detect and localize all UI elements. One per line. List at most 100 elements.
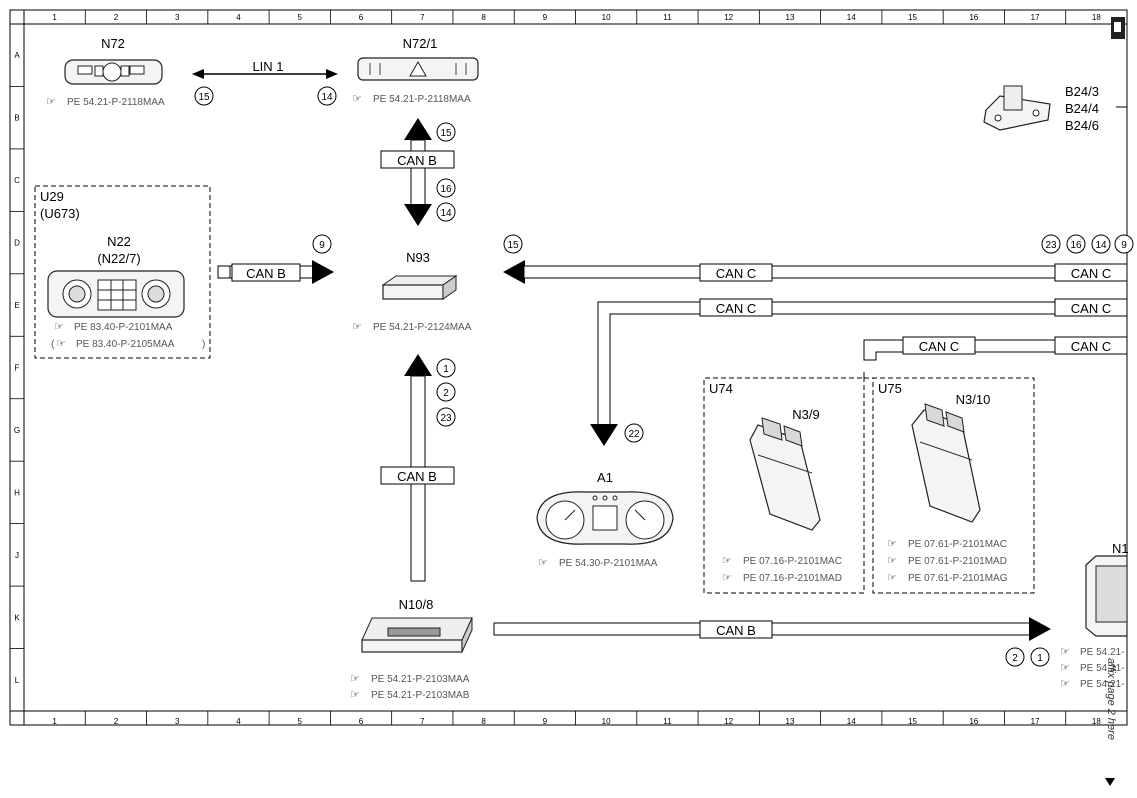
grid-column-number: 14 xyxy=(847,13,856,22)
n93-label: N93 xyxy=(406,250,430,265)
grid-column-number: 12 xyxy=(724,717,733,726)
grid-column-number: 1 xyxy=(52,13,57,22)
circle-number: 15 xyxy=(198,92,210,103)
can-c-to-a1: CAN C CAN C 22 xyxy=(590,298,1128,446)
grid-column-number: 11 xyxy=(663,717,672,726)
n1-ref: PE 54.21- xyxy=(1080,663,1124,674)
grid-column-number: 16 xyxy=(969,717,978,726)
reference-hand-icon: ☞ xyxy=(46,96,56,108)
n10-8-ref: PE 54.21-P-2103MAB xyxy=(371,690,470,701)
grid-column-number: 15 xyxy=(908,717,917,726)
u29-group: U29 (U673) N22 (N22/7) ☞ PE 83.40-P-2101… xyxy=(34,185,211,359)
can-b-label: CAN B xyxy=(246,266,286,281)
grid-column-number: 6 xyxy=(359,717,364,726)
u29-sublabel: (U673) xyxy=(40,206,80,221)
side-note-text: affix page 2 here xyxy=(1105,658,1117,740)
circle-number: 1 xyxy=(1037,653,1043,664)
reference-hand-icon: ☞ xyxy=(352,93,362,105)
grid-row-letter: B xyxy=(14,114,19,123)
lin1-connection: LIN 1 xyxy=(192,59,338,79)
can-c-label: CAN C xyxy=(716,266,756,281)
n10-8-label: N10/8 xyxy=(399,597,434,612)
a1-component: A1 ☞ PE 54.30-P-2101MAA xyxy=(536,470,674,569)
grid-column-number: 17 xyxy=(1031,717,1040,726)
grid-column-number: 4 xyxy=(236,717,241,726)
grid-row-letter: C xyxy=(14,176,20,185)
n72-control-panel-icon xyxy=(64,59,163,85)
grid-column-number: 8 xyxy=(481,13,486,22)
reference-hand-icon: ☞ xyxy=(887,538,897,550)
grid-row-letter: G xyxy=(14,426,20,435)
b24-label: B24/3 xyxy=(1065,84,1099,99)
reference-hand-icon: ☞ xyxy=(1060,646,1070,658)
reference-hand-icon: ☞ xyxy=(538,557,548,569)
reference-hand-icon: ☞ xyxy=(352,321,362,333)
circle-number: 2 xyxy=(443,388,449,399)
b24-sensor-icon xyxy=(983,85,1051,131)
circle-number: 15 xyxy=(440,128,452,139)
can-c-label: CAN C xyxy=(919,339,959,354)
grid-column-number: 18 xyxy=(1092,13,1101,22)
grid-column-number: 15 xyxy=(908,13,917,22)
reference-hand-icon: ☞ xyxy=(1060,678,1070,690)
grid-column-number: 11 xyxy=(663,13,672,22)
right-circle-numbers: 23 16 14 9 xyxy=(1041,234,1134,254)
n3-10-ref: PE 07.61-P-2101MAC xyxy=(908,539,1007,550)
grid-row-letter: H xyxy=(14,488,20,497)
circle-number: 22 xyxy=(628,429,640,440)
n22-climate-control-icon xyxy=(47,270,185,318)
n1-ref: PE 54.21- xyxy=(1080,647,1124,658)
a1-ref: PE 54.30-P-2101MAA xyxy=(559,558,658,569)
n10-8-component: N10/8 ☞ PE 54.21-P-2103MAA ☞ PE 54.21-P-… xyxy=(350,597,473,701)
grid-column-number: 16 xyxy=(969,13,978,22)
n72-1-ref: PE 54.21-P-2118MAA xyxy=(373,94,471,105)
grid-row-letter: A xyxy=(14,51,20,60)
grid-column-number: 17 xyxy=(1031,13,1040,22)
grid-row-letter: D xyxy=(14,239,20,248)
grid-row-letter: K xyxy=(14,613,20,622)
reference-hand-icon: ☞ xyxy=(54,321,64,333)
can-c-label: CAN C xyxy=(716,301,756,316)
n1-ref: PE 54.21- xyxy=(1080,679,1124,690)
n10-8-ref: PE 54.21-P-2103MAA xyxy=(371,674,470,685)
grid-column-number: 3 xyxy=(175,717,180,726)
grid-column-number: 7 xyxy=(420,717,425,726)
can-c-to-n93: CAN C CAN C 15 xyxy=(503,234,1128,284)
can-c-to-u74-u75: CAN C CAN C xyxy=(863,336,1128,361)
n72-1-label: N72/1 xyxy=(403,36,438,51)
grid-column-number: 3 xyxy=(175,13,180,22)
n22-ref-alt: PE 83.40-P-2105MAA xyxy=(76,339,175,350)
n22-ref: PE 83.40-P-2101MAA xyxy=(74,322,173,333)
grid-column-number: 1 xyxy=(52,717,57,726)
n72-1-component: N72/1 14 ☞ PE 54.21-P-2118MAA xyxy=(317,36,479,106)
reference-hand-icon: ☞ xyxy=(350,673,360,685)
can-c-label: CAN C xyxy=(1071,266,1111,281)
circle-number: 9 xyxy=(319,240,325,251)
u75-label: U75 xyxy=(878,381,902,396)
grid-column-number: 18 xyxy=(1092,717,1101,726)
reference-hand-icon: ☞ xyxy=(1060,662,1070,674)
n10-8-module-icon xyxy=(361,617,473,653)
n93-ref: PE 54.21-P-2124MAA xyxy=(373,322,472,333)
grid-column-number: 10 xyxy=(602,717,611,726)
frame xyxy=(9,9,1128,726)
grid-row-letter: L xyxy=(15,676,20,685)
grid-column-number: 7 xyxy=(420,13,425,22)
can-b-label: CAN B xyxy=(397,153,437,168)
circle-number: 9 xyxy=(1121,240,1127,251)
lin1-label: LIN 1 xyxy=(252,59,283,74)
reference-hand-icon: ☞ xyxy=(722,572,732,584)
can-b-label: CAN B xyxy=(397,469,437,484)
reference-hand-icon: ☞ xyxy=(56,338,66,350)
grid-row-letter: E xyxy=(14,301,19,310)
reference-hand-icon: ☞ xyxy=(887,572,897,584)
circle-number: 14 xyxy=(1095,240,1107,251)
grid-column-number: 9 xyxy=(543,13,548,22)
n3-10-control-unit-icon xyxy=(911,403,981,523)
grid-column-number: 8 xyxy=(481,717,486,726)
corner-page-mark-icon xyxy=(1111,17,1125,39)
b24-component: B24/3 B24/4 B24/6 xyxy=(983,84,1127,133)
circle-number: 16 xyxy=(440,184,452,195)
